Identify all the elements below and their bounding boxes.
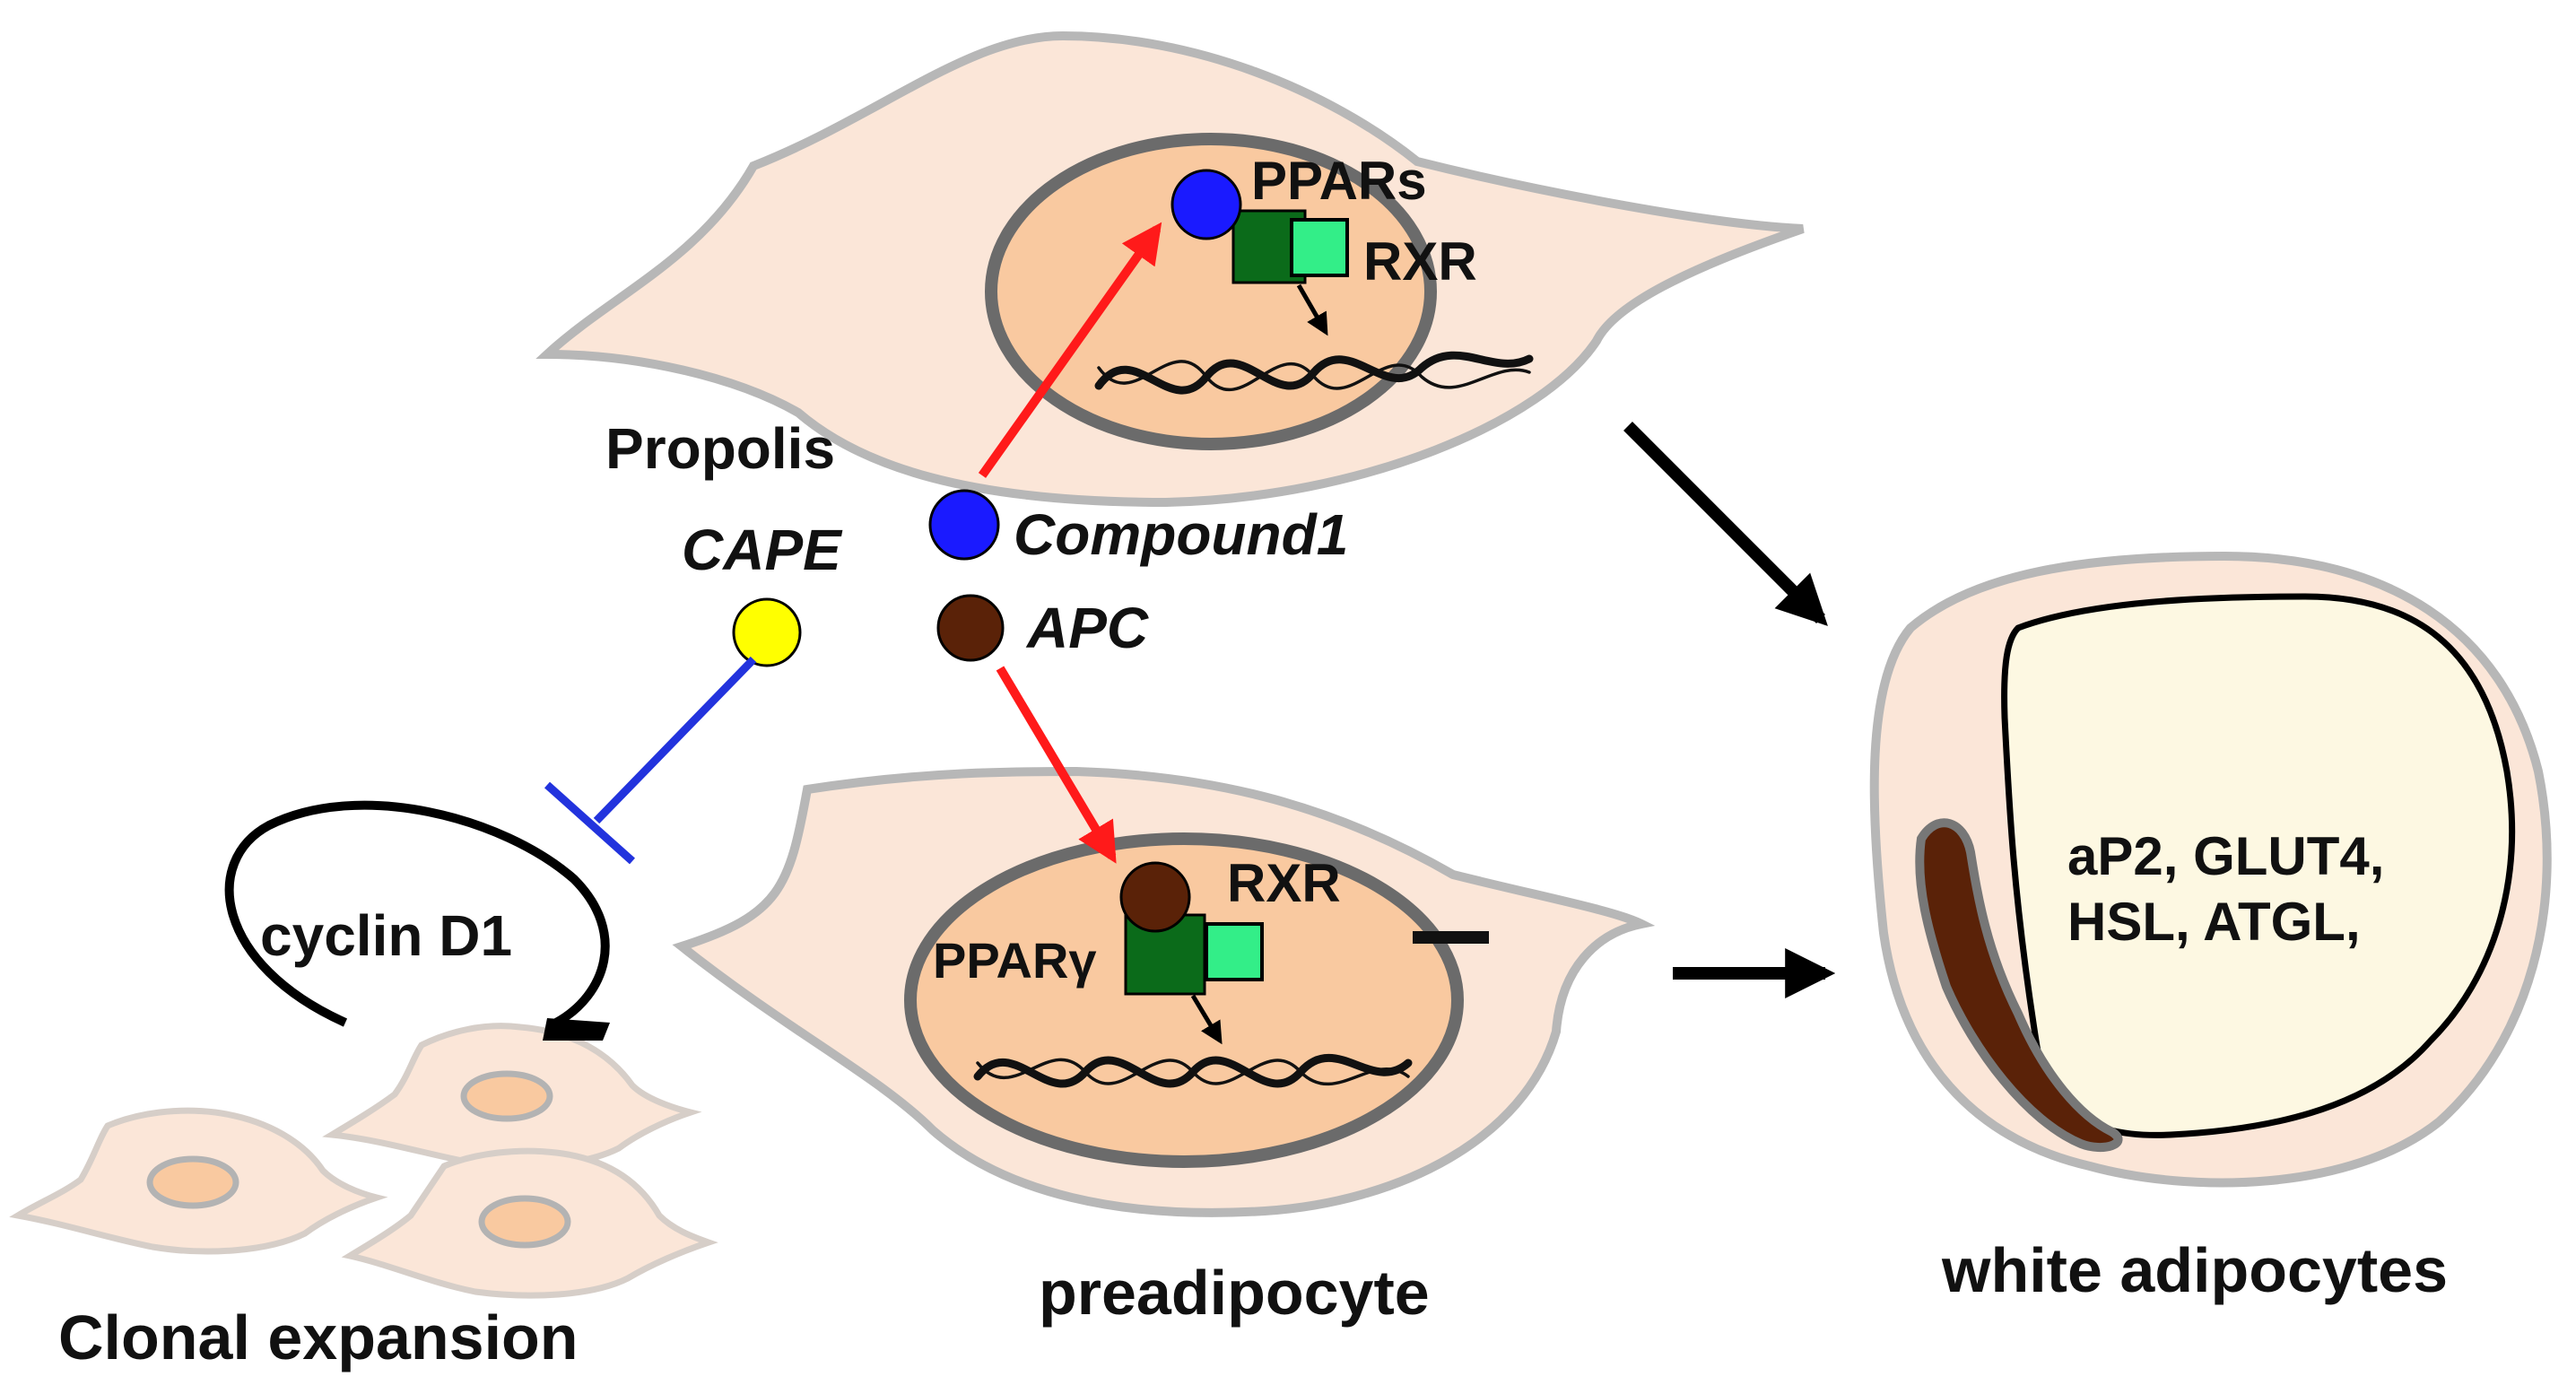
bottom-dna-icon	[973, 1053, 1413, 1088]
white-adipocyte: aP2, GLUT4, HSL, ATGL,	[1869, 551, 2552, 1188]
apc-ligand	[936, 594, 1005, 662]
cape-ligand	[732, 597, 802, 667]
cyclin-d1-loop: cyclin D1	[224, 800, 610, 1041]
bottom-rxr-box	[1205, 922, 1264, 981]
compound1-activation-arrow	[978, 222, 1162, 478]
rxr-bottom-label: RXR	[1227, 853, 1341, 913]
apc-activation-arrow	[996, 666, 1117, 864]
top-rxr-box	[1290, 218, 1349, 277]
top-cell: PPARs RXR	[535, 30, 1805, 508]
loop-arrowhead-icon	[543, 1018, 610, 1041]
apc-label: APC	[1025, 596, 1149, 660]
clonal-expansion-label: Clonal expansion	[58, 1303, 579, 1372]
top-transcription-arrow	[1296, 283, 1328, 336]
flattened-nucleus	[1915, 818, 2123, 1153]
ppar-gamma-label: PPARγ	[933, 932, 1097, 989]
top-differentiation-arrow	[1623, 422, 1828, 626]
inhibition-bar	[544, 781, 636, 865]
markers-line2: HSL, ATGL,	[2067, 892, 2361, 952]
rxr-top-label: RXR	[1363, 231, 1477, 292]
bottom-transcription-arrow	[1190, 994, 1223, 1045]
small-cell-2	[9, 1107, 388, 1255]
compound1-label: Compound1	[1014, 502, 1348, 567]
cyclin-d1-label: cyclin D1	[260, 903, 512, 968]
white-adipocytes-label: white adipocytes	[1941, 1235, 2448, 1305]
small-cell-1	[322, 1023, 702, 1170]
lipid-droplet	[2001, 593, 2516, 1138]
bottom-apc-ligand	[1119, 861, 1191, 933]
markers-line1: aP2, GLUT4,	[2067, 826, 2384, 886]
bottom-cell: RXR PPARγ	[672, 766, 1656, 1217]
cape-inhibition-line	[593, 656, 757, 824]
ppars-label: PPARs	[1251, 151, 1427, 211]
top-dna-icon	[1094, 351, 1534, 395]
propolis-label: Propolis	[605, 416, 835, 481]
cape-label: CAPE	[682, 518, 843, 582]
compound1-ligand	[928, 489, 1000, 561]
small-cell-3	[341, 1147, 718, 1299]
top-compound1-ligand	[1171, 169, 1242, 240]
clonal-expansion-cells	[9, 1023, 718, 1299]
preadipocyte-label: preadipocyte	[1039, 1258, 1430, 1328]
